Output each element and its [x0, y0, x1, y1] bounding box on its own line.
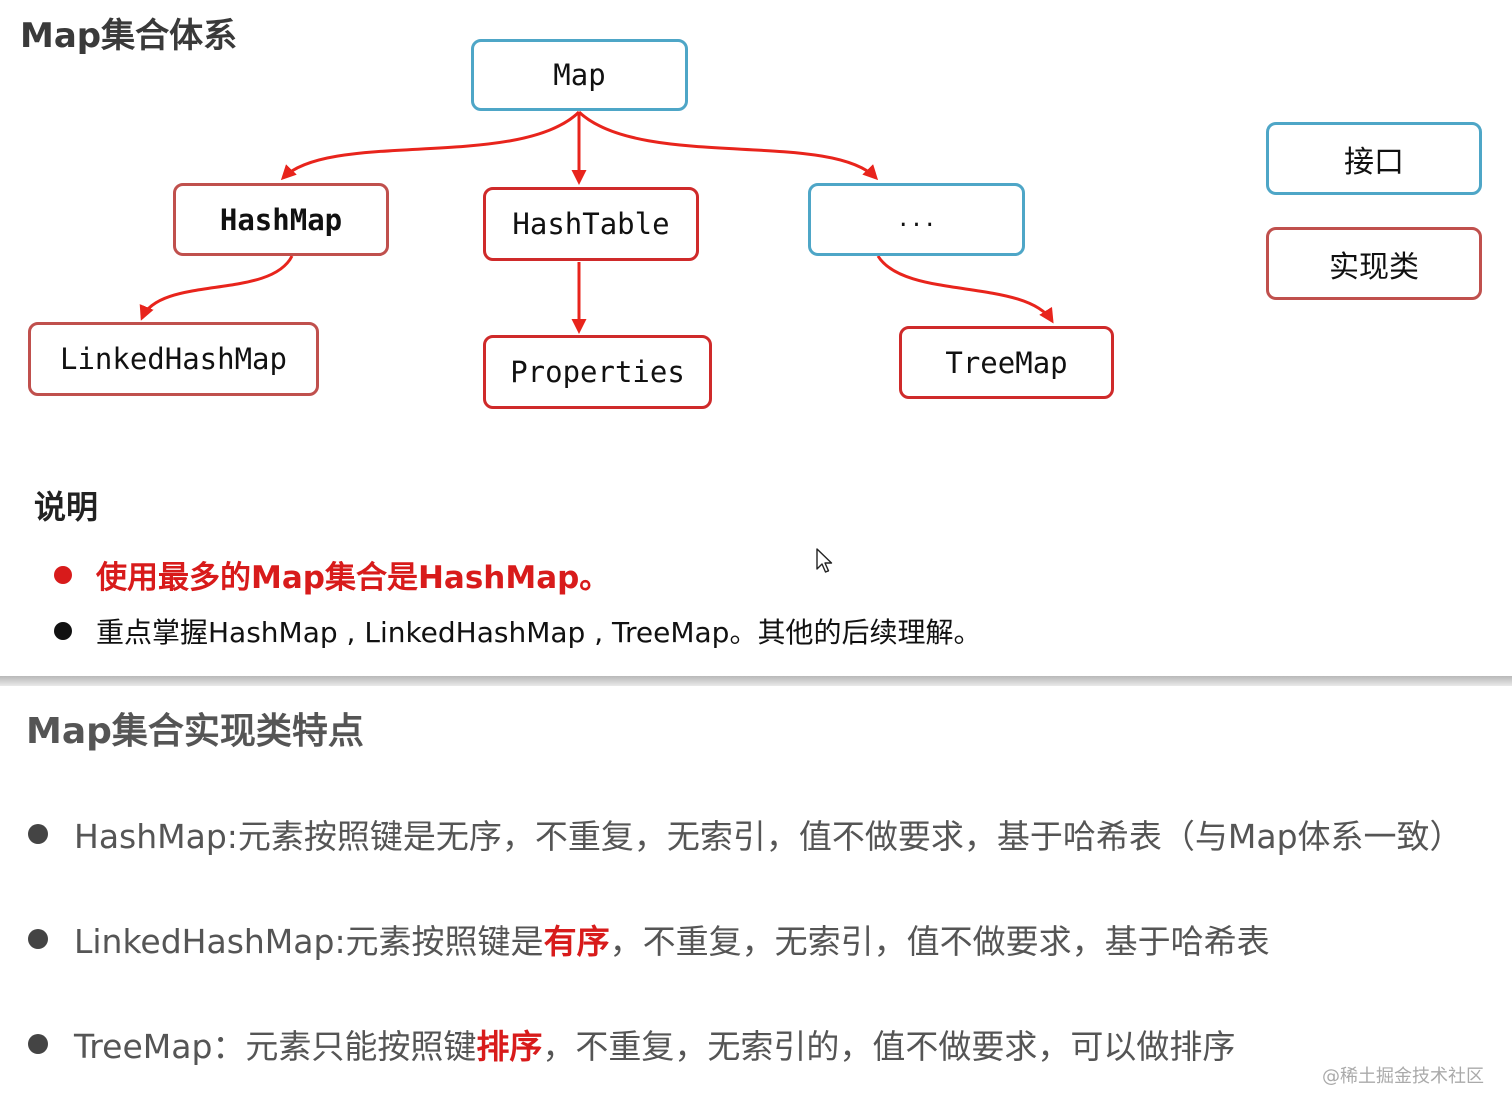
feature-text-rest: ，不重复，无索引的，值不做要求，可以做排序 [542, 1027, 1236, 1066]
feature-text-rest: ，不重复，无索引，值不做要求，基于哈希表 [609, 922, 1270, 961]
arrow-hashmap-to-linkedhashmap [139, 255, 294, 321]
feature-text: LinkedHashMap:元素按照键是 [74, 922, 544, 961]
feature-text: HashMap:元素按照键是无序，不重复，无索引，值不做要求，基于哈希表（与Ma… [74, 817, 1463, 856]
node-properties: Properties [483, 335, 712, 409]
arrow-map-to-hashmap [280, 110, 581, 181]
bullet-icon [54, 565, 72, 584]
feature-highlight: 有序 [543, 922, 610, 961]
node-hashmap: HashMap [173, 183, 389, 256]
feature-text: TreeMap：元素只能按照键 [74, 1027, 477, 1066]
notes-heading: 说明 [34, 488, 99, 526]
arrow-map-to-etc [577, 110, 879, 181]
note-text-1: 使用最多的Map集合是HashMap。 [96, 560, 611, 596]
feature-treemap: TreeMap：元素只能按照键排序，不重复，无索引的，值不做要求，可以做排序 [28, 1020, 1235, 1068]
bullet-icon [28, 1034, 48, 1054]
legend-interface: 接口 [1266, 122, 1482, 195]
arrow-etc-to-treemap [876, 255, 1054, 324]
node-etc: ... [808, 183, 1025, 256]
page-title: Map集合体系 [20, 16, 238, 56]
note-bullet-1: 使用最多的Map集合是HashMap。 [54, 552, 610, 597]
node-linkedhashmap: LinkedHashMap [28, 322, 319, 396]
node-map: Map [471, 39, 688, 111]
inheritance-arrows [139, 110, 1054, 334]
watermark: @稀土掘金技术社区 [1322, 1066, 1484, 1087]
bullet-icon [28, 929, 48, 949]
node-hashtable: HashTable [483, 187, 699, 261]
node-treemap: TreeMap [899, 326, 1114, 399]
legend-impl: 实现类 [1266, 227, 1482, 300]
slide-divider [0, 676, 1512, 686]
feature-highlight: 排序 [476, 1027, 543, 1066]
bullet-icon [54, 622, 72, 640]
note-text-2: 重点掌握HashMap , LinkedHashMap , TreeMap。其他… [96, 616, 982, 649]
feature-linkedhashmap: LinkedHashMap:元素按照键是有序，不重复，无索引，值不做要求，基于哈… [28, 915, 1270, 963]
features-title: Map集合实现类特点 [26, 711, 364, 752]
diagram-slide: Map集合体系 Map HashMap HashTable ... Linked… [20, 16, 1482, 651]
feature-hashmap: HashMap:元素按照键是无序，不重复，无索引，值不做要求，基于哈希表（与Ma… [28, 810, 1463, 858]
features-slide [0, 686, 1512, 1112]
bullet-icon [28, 824, 48, 844]
mouse-pointer-icon [816, 548, 833, 573]
note-bullet-2: 重点掌握HashMap , LinkedHashMap , TreeMap。其他… [54, 611, 981, 651]
